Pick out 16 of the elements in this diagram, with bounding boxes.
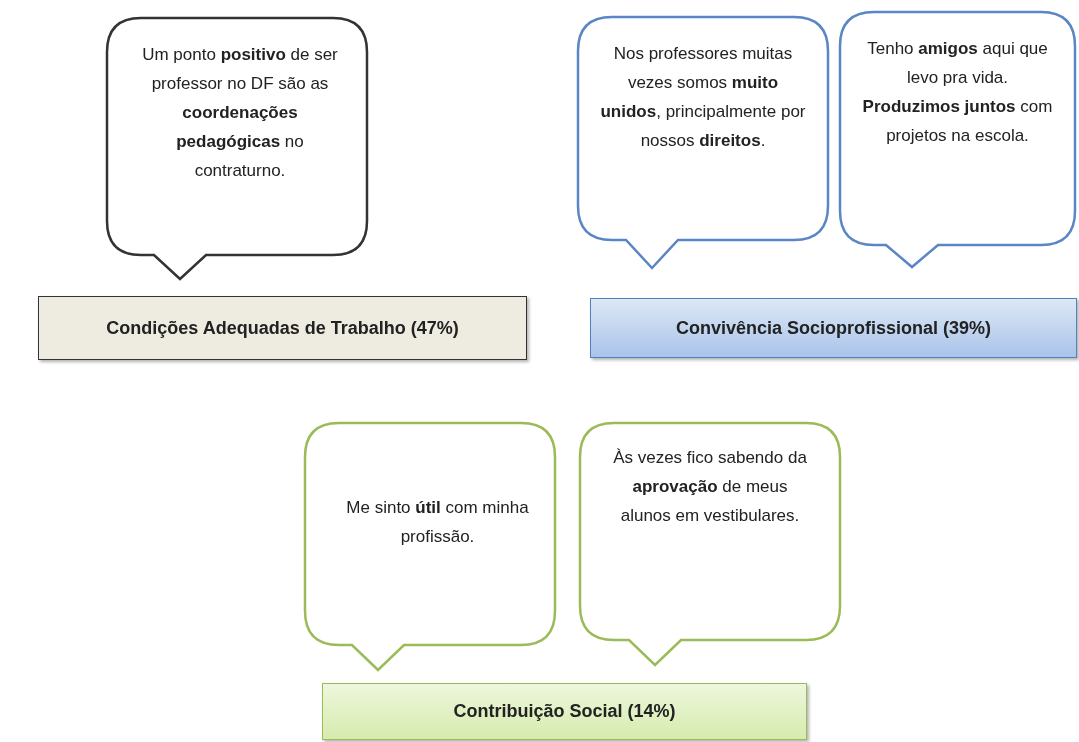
- category-label: Condições Adequadas de Trabalho (47%): [106, 317, 459, 339]
- speech-bubble: [578, 17, 828, 268]
- category-box: [590, 298, 1077, 358]
- quote-text: Me sinto útil com minha profissão.: [345, 497, 530, 548]
- quote-text: Nos professores muitas vezes somos muito unidos, principalmente por nossos direitos.: [600, 43, 806, 152]
- quote-text: Tenho amigos aqui que levo pra vida. Produzimos juntos com projetos na escola.: [861, 38, 1054, 147]
- speech-bubble: [580, 423, 840, 665]
- speech-bubble: [840, 12, 1075, 267]
- quote-text: Às vezes fico sabendo da aprovação de meus alunos em vestibulares.: [612, 447, 808, 527]
- category-label: Contribuição Social (14%): [453, 701, 676, 722]
- category-label: Convivência Socioprofissional (39%): [675, 317, 992, 339]
- category-box: [38, 296, 527, 360]
- quote-text: Um ponto positivo de ser professor no DF são as coordenações pedagógicas no contraturno.: [141, 44, 339, 182]
- speech-bubble: [305, 423, 555, 670]
- category-box: [322, 683, 807, 740]
- speech-bubble: [107, 18, 367, 279]
